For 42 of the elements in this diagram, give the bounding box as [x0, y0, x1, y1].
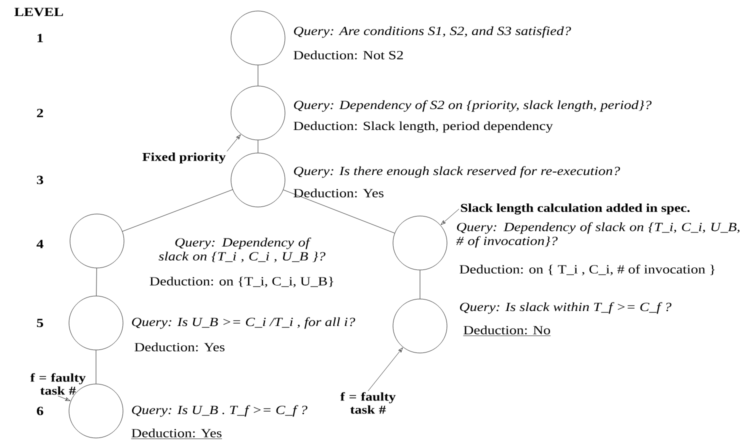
leader-arrow [440, 208, 460, 225]
deduction-text: Deduction: Yes [134, 342, 224, 352]
deduction-text: Deduction: Yes [131, 428, 222, 439]
query-text: Query: Is slack within T_f >= C_f ? [460, 302, 672, 314]
leader-arrow [226, 134, 241, 152]
tree-node-circle [68, 384, 124, 438]
query-text: Query: Is there enough slack reserved for re-execution? [294, 166, 620, 178]
tree-edge [283, 190, 395, 234]
annotation-label: f = faulty task # [30, 373, 86, 395]
query-text: Query: Dependency of slack on {T_i, C_i, U_B, # of invocation}? [456, 222, 740, 248]
tree-node-circle [392, 298, 448, 354]
tree-node-circle [230, 10, 286, 66]
level-number: 6 [36, 406, 44, 416]
tree-node-circle [392, 216, 448, 270]
level-heading: LEVEL [14, 8, 63, 16]
query-text: Query: Are conditions S1, S2, and S3 satisfied? [294, 26, 571, 38]
query-text: Query: Is U_B . T_f >= C_f ? [132, 405, 308, 417]
level-number: 5 [36, 318, 44, 328]
tree-edge [122, 189, 233, 232]
annotation-label: Fixed priority [142, 152, 226, 164]
level-number: 2 [36, 108, 44, 118]
deduction-text: Deduction: Yes [294, 188, 384, 198]
deduction-text: Deduction: Not S2 [294, 50, 403, 60]
query-text: Query: Is U_B >= C_i /T_i , for all i? [132, 317, 356, 329]
leader-arrow [58, 396, 70, 401]
tree-node-circle [70, 214, 124, 268]
tree-node-circle [68, 296, 124, 350]
query-text: Query: Dependency of S2 on {priority, slack length, period}? [294, 100, 652, 112]
level-number: 3 [36, 176, 44, 184]
deduction-text: Deduction: No [463, 326, 551, 336]
level-number: 4 [36, 240, 44, 248]
deduction-text: Deduction: on { T_i , C_i, # of invocation } [460, 264, 715, 276]
tree-edge [96, 268, 97, 296]
annotation-label: Slack length calculation added in spec. [460, 204, 690, 214]
deduction-text: Deduction: Slack length, period dependency [294, 121, 553, 133]
level-number: 1 [38, 34, 43, 42]
query-text: Query: Dependency of slack on {T_i , C_i , U_B }? [158, 238, 326, 262]
deduction-text: Deduction: on {T_i, C_i, U_B} [150, 276, 334, 288]
leader-arrow [368, 348, 403, 392]
tree-node-circle [230, 152, 286, 208]
annotation-label: f = faulty task # [340, 392, 396, 414]
tree-node-circle [230, 86, 286, 140]
